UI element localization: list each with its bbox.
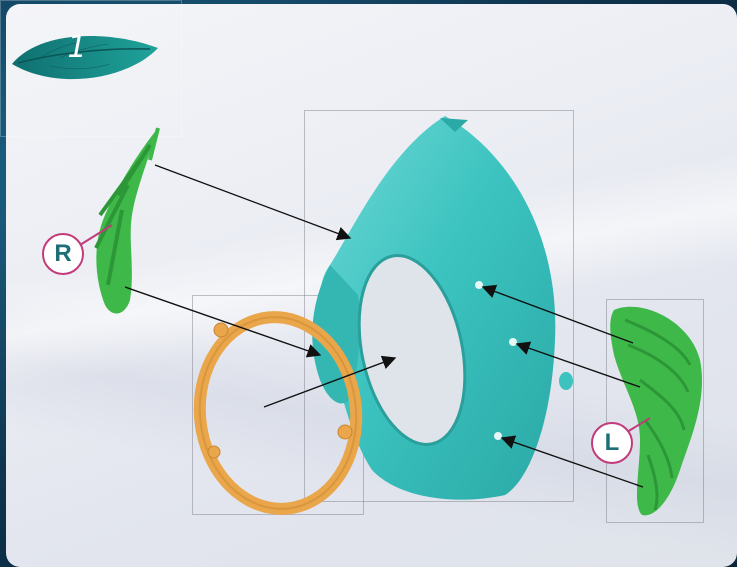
leaf-part-right xyxy=(96,128,158,314)
part-label-left: L xyxy=(591,422,633,464)
part-label-right: R xyxy=(42,233,84,275)
step-number: 1 xyxy=(62,30,92,66)
leaf-part-left xyxy=(610,307,702,516)
arrow-right-leaf-top xyxy=(155,165,350,238)
